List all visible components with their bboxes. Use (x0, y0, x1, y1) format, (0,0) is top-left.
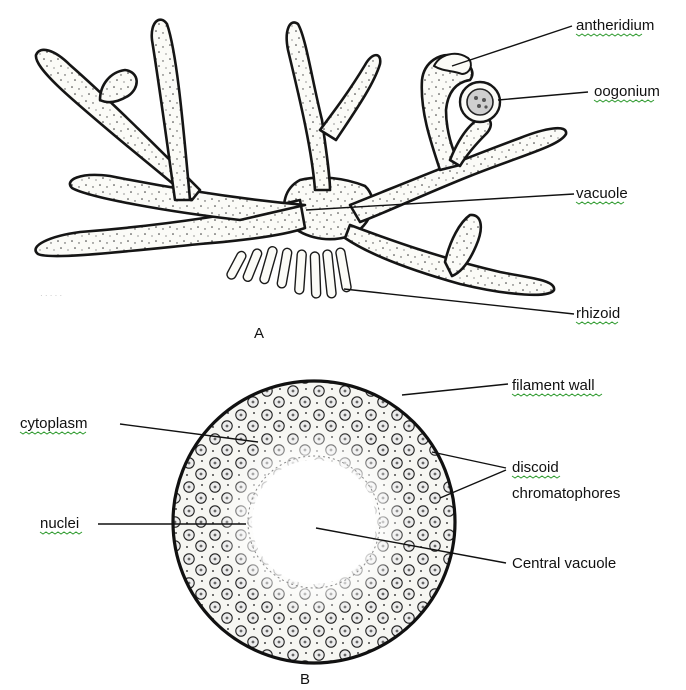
svg-text:· · · · ·: · · · · · (40, 291, 62, 300)
figure-b-caption: B (300, 671, 310, 688)
filament-wall-leader (402, 384, 508, 395)
figure-b-drawing (173, 381, 455, 663)
oogonium-label: oogonium (594, 83, 660, 100)
figure-a-drawing: · · · · · (36, 20, 567, 300)
oogonium-structure (460, 82, 500, 122)
figure-a-caption: A (254, 325, 264, 342)
antheridium-leader (452, 26, 572, 66)
central-vacuole-label: Central vacuole (512, 555, 616, 572)
filament-wall-label: filament wall (512, 377, 595, 394)
rhizoid-label: rhizoid (576, 305, 620, 322)
vacuole-label: vacuole (576, 185, 628, 202)
cytoplasm-label: cytoplasm (20, 415, 88, 432)
nuclei-label: nuclei (40, 515, 79, 532)
antheridium-label: antheridium (576, 17, 654, 34)
rhizoid-cluster (225, 246, 351, 299)
oogonium-leader (498, 92, 588, 100)
chromatophores-label: chromatophores (512, 485, 620, 502)
discoid-label: discoid (512, 459, 559, 476)
